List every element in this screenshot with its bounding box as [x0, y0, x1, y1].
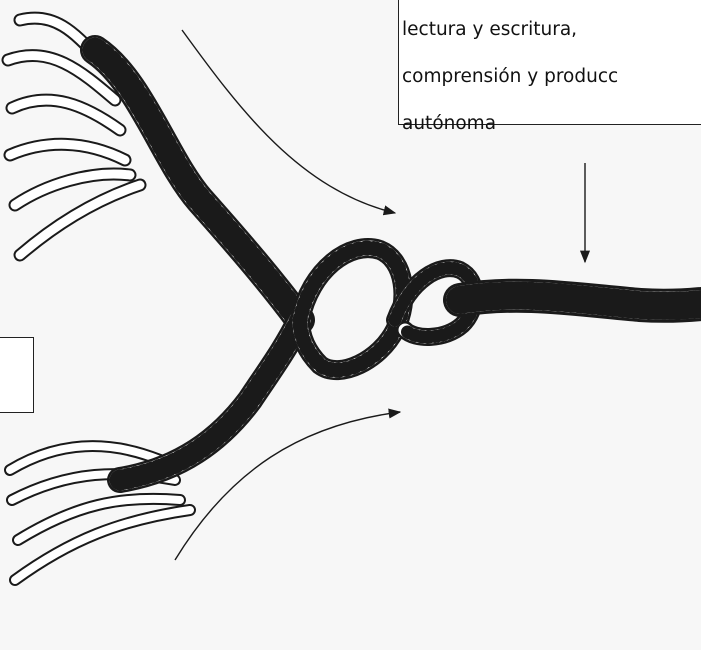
callout-text: lectura y escritura, comprensión y produ… [402, 0, 701, 159]
callout-line-3: autónoma [402, 112, 701, 136]
callout-line-1: lectura y escritura, [402, 18, 701, 42]
callout-line-2: comprensión y producc [402, 65, 701, 89]
left-label-box [0, 337, 34, 413]
